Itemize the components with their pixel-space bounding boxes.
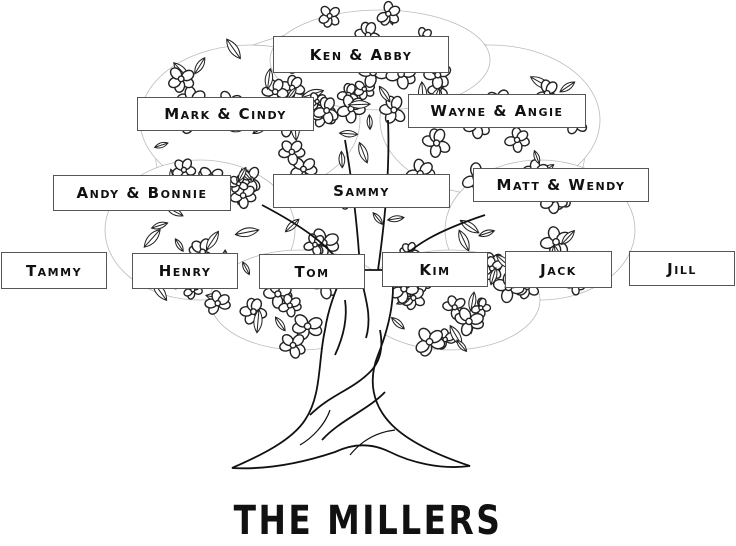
- leaf-icon: [561, 229, 576, 245]
- member-box-ken-abby: Ken & Abby: [273, 36, 449, 73]
- member-name: Tammy: [25, 261, 83, 280]
- leaf-icon: [226, 38, 241, 60]
- leaf-icon: [478, 229, 496, 238]
- blossom-icon: [239, 297, 268, 325]
- leaf-icon: [390, 316, 405, 330]
- leaf-icon: [242, 261, 250, 276]
- leaf-icon: [150, 221, 169, 230]
- leaf-icon: [338, 150, 346, 169]
- blossom-icon: [291, 314, 323, 341]
- leaf-icon: [458, 229, 470, 252]
- leaf-icon: [378, 85, 391, 103]
- blossom-icon: [376, 0, 401, 26]
- leaf-icon: [153, 141, 169, 149]
- member-box-henry: Henry: [132, 253, 238, 289]
- blossom-icon: [278, 140, 306, 166]
- blossom-icon: [470, 297, 492, 318]
- member-name: Andy & Bonnie: [76, 184, 208, 202]
- member-box-andy-bonnie: Andy & Bonnie: [53, 175, 231, 211]
- member-box-tammy: Tammy: [1, 252, 107, 289]
- member-name: Kim: [419, 260, 451, 279]
- member-name: Henry: [158, 262, 212, 280]
- member-box-sammy: Sammy: [273, 174, 450, 208]
- leaf-icon: [234, 227, 260, 238]
- blossom-icon: [421, 128, 451, 158]
- blossom-icon: [353, 80, 376, 101]
- blossom-icon: [204, 290, 231, 315]
- leaf-icon: [174, 238, 184, 253]
- leaf-icon: [338, 130, 359, 138]
- member-box-matt-wendy: Matt & Wendy: [473, 168, 649, 202]
- member-name: Wayne & Angie: [430, 102, 564, 120]
- leaf-icon: [386, 215, 405, 223]
- blossom-icon: [313, 96, 339, 125]
- leaf-icon: [264, 67, 274, 91]
- blossom-icon: [229, 184, 257, 210]
- blossom-icon: [454, 307, 485, 337]
- member-box-wayne-angie: Wayne & Angie: [408, 94, 586, 128]
- member-name: Matt & Wendy: [496, 176, 626, 194]
- leaf-icon: [533, 149, 541, 165]
- blossom-icon: [336, 94, 366, 124]
- member-box-kim: Kim: [382, 252, 488, 287]
- member-name: Sammy: [333, 182, 390, 200]
- leaf-icon: [237, 166, 247, 183]
- leaf-icon: [347, 100, 371, 109]
- member-box-mark-cindy: Mark & Cindy: [137, 97, 314, 131]
- leaf-icon: [456, 339, 468, 353]
- blossom-icon: [415, 327, 446, 357]
- blossom-icon: [278, 293, 302, 318]
- leaf-icon: [143, 228, 161, 248]
- member-name: Tom: [294, 262, 330, 281]
- member-name: Ken & Abby: [309, 45, 413, 64]
- blossom-icon: [318, 5, 340, 28]
- member-box-tom: Tom: [259, 254, 365, 289]
- member-name: Jack: [540, 260, 577, 279]
- leaf-icon: [559, 81, 576, 93]
- blossom-icon: [279, 333, 306, 359]
- leaf-icon: [489, 266, 498, 286]
- member-name: Mark & Cindy: [164, 105, 287, 123]
- family-title: THE MILLERS: [233, 498, 503, 544]
- leaf-icon: [274, 316, 286, 332]
- member-name: Jill: [667, 259, 697, 278]
- leaf-icon: [372, 212, 384, 225]
- leaf-icon: [366, 113, 373, 131]
- leaf-icon: [205, 230, 219, 251]
- leaf-icon: [358, 141, 369, 164]
- blossom-icon: [168, 67, 195, 93]
- leaf-icon: [253, 308, 263, 334]
- member-box-jack: Jack: [505, 251, 612, 288]
- member-box-jill: Jill: [629, 251, 735, 286]
- leaf-icon: [194, 57, 206, 75]
